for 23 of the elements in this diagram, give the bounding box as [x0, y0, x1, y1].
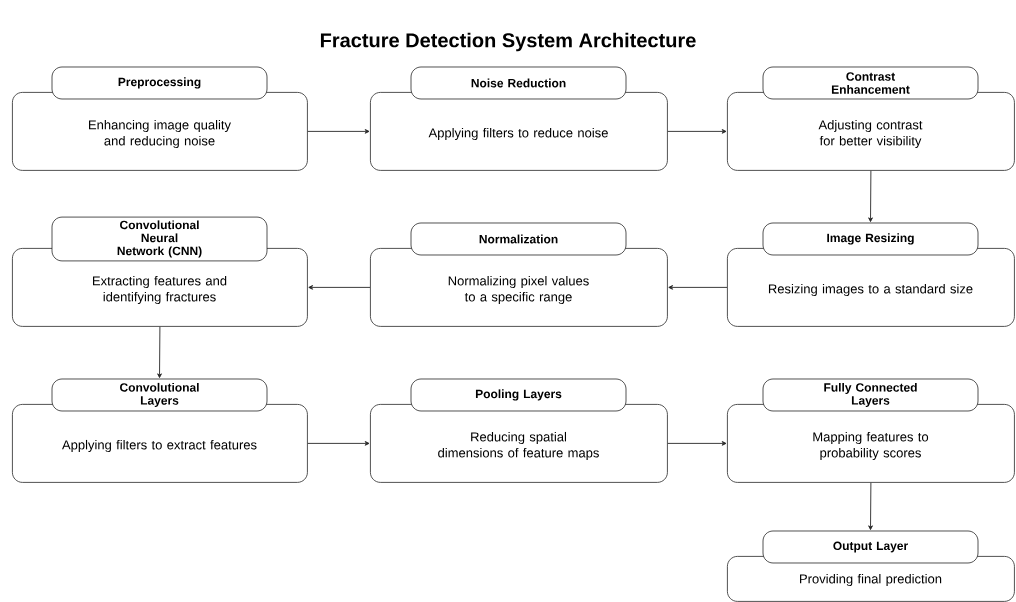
arrow	[668, 285, 728, 290]
process-card: Resizing images to a standard size	[727, 248, 1015, 327]
header-tab: Contrast Enhancement	[762, 66, 979, 100]
process-card: Reducing spatial dimensions of feature maps	[370, 404, 668, 483]
process-card: Normalizing pixel values to a specific range	[370, 248, 668, 327]
arrow	[667, 441, 727, 446]
header-tab: Pooling Layers	[410, 378, 627, 412]
header-tab: Output Layer	[762, 530, 979, 564]
header-tab: Convolutional Neural Network (CNN)	[51, 216, 268, 262]
header-tab: Image Resizing	[762, 222, 979, 256]
arrow	[308, 285, 371, 290]
process-card: Enhancing image quality and reducing noise	[12, 92, 308, 171]
title: Fracture Detection System Architecture	[320, 32, 696, 52]
arrow	[157, 326, 162, 379]
arrow	[868, 170, 873, 223]
header-tab: Preprocessing	[51, 66, 268, 100]
arrow	[307, 129, 370, 134]
process-card: Applying filters to reduce noise	[370, 92, 668, 171]
arrow	[307, 441, 370, 446]
header-tab: Noise Reduction	[410, 66, 627, 100]
header-tab: Normalization	[410, 222, 627, 256]
arrow	[667, 129, 727, 134]
arrow	[868, 482, 873, 531]
